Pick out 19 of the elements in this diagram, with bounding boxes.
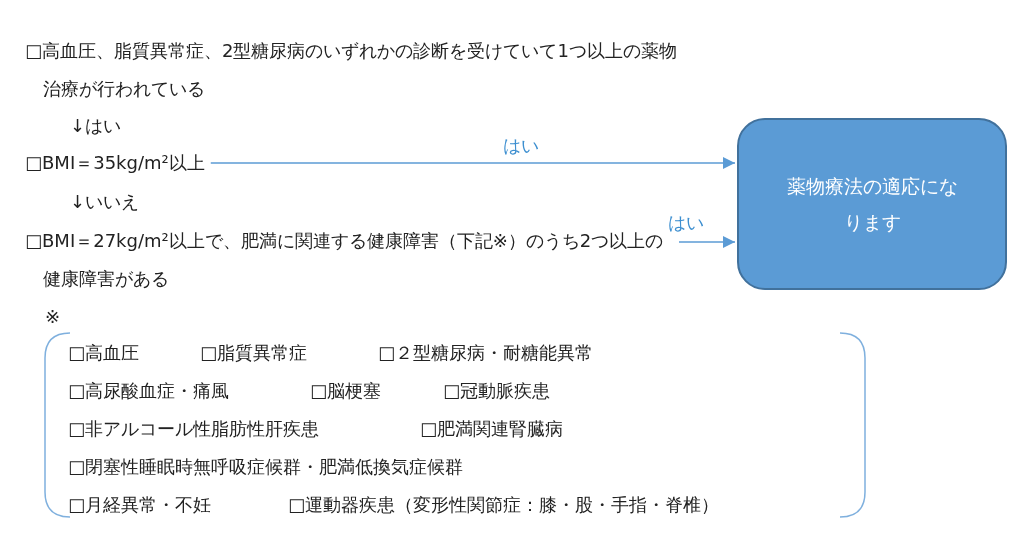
- condition-item: □肥満関連腎臓病: [420, 417, 563, 441]
- result-box: 薬物療法の適応になります: [737, 118, 1007, 290]
- flow-step-text: ↓はい: [70, 114, 122, 138]
- arrow: [210, 157, 736, 169]
- criterion-text: □高血圧、脂質異常症、2型糖尿病のいずれかの診断を受けていて1つ以上の薬物治療が行われている: [25, 39, 678, 101]
- condition-item: □非アルコール性脂肪性肝疾患: [68, 417, 319, 441]
- condition-item: □閉塞性睡眠時無呼吸症候群・肥満低換気症候群: [68, 455, 463, 479]
- flow-step-text: ↓いいえ: [70, 190, 140, 214]
- note-mark: ※: [45, 305, 61, 329]
- arrow: [678, 236, 736, 248]
- condition-item: □冠動脈疾患: [443, 379, 550, 403]
- criterion-text: □BMI＝35kg/m²以上: [25, 144, 205, 182]
- condition-item: □月経異常・不妊: [68, 493, 211, 517]
- condition-item: □高血圧: [68, 341, 139, 365]
- condition-item: □高尿酸血症・痛風: [68, 379, 229, 403]
- condition-item: □脂質異常症: [200, 341, 307, 365]
- condition-item: □脳梗塞: [310, 379, 381, 403]
- condition-item: □２型糖尿病・耐糖能異常: [378, 341, 593, 365]
- condition-item: □運動器疾患（変形性関節症：膝・股・手指・脊椎）: [288, 493, 719, 517]
